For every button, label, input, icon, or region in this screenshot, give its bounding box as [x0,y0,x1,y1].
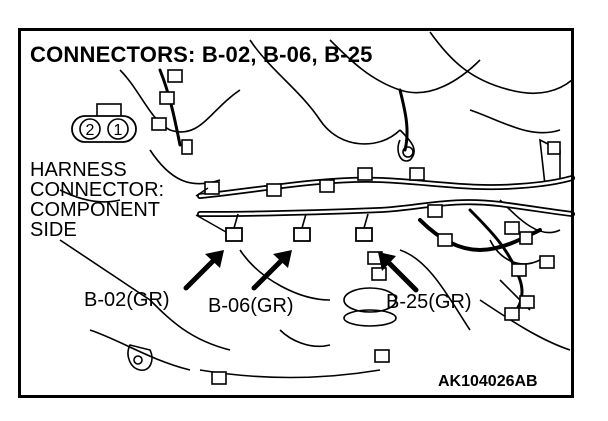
callout-b25: B-25(GR) [386,291,472,313]
arrowhead-b02 [205,250,224,268]
arrow-b02 [183,253,221,291]
harness-label-line-1: HARNESS [30,159,127,181]
pin-1-label: 1 [114,122,123,139]
connector-blocks [151,69,561,385]
harness-connector-label: HARNESS CONNECTOR: COMPONENT SIDE [30,160,164,240]
callout-b06: B-06(GR) [208,295,294,317]
harness-label-line-2: CONNECTOR: [30,179,165,201]
figure-title: CONNECTORS: B-02, B-06, B-25 [30,42,373,67]
pin-2-label: 2 [86,122,95,139]
harness-label-line-3: COMPONENT [30,199,160,221]
figure-code: AK104026AB [438,373,538,390]
figure-frame [18,28,574,398]
callout-b02: B-02(GR) [84,289,170,311]
harness-label-line-4: SIDE [30,219,77,241]
arrowhead-b06 [273,250,292,268]
arrow-b25 [381,255,419,293]
arrow-b06 [251,253,289,291]
connector-pin-symbol: 2 1 [71,103,137,143]
arrowhead-b25 [378,252,396,271]
